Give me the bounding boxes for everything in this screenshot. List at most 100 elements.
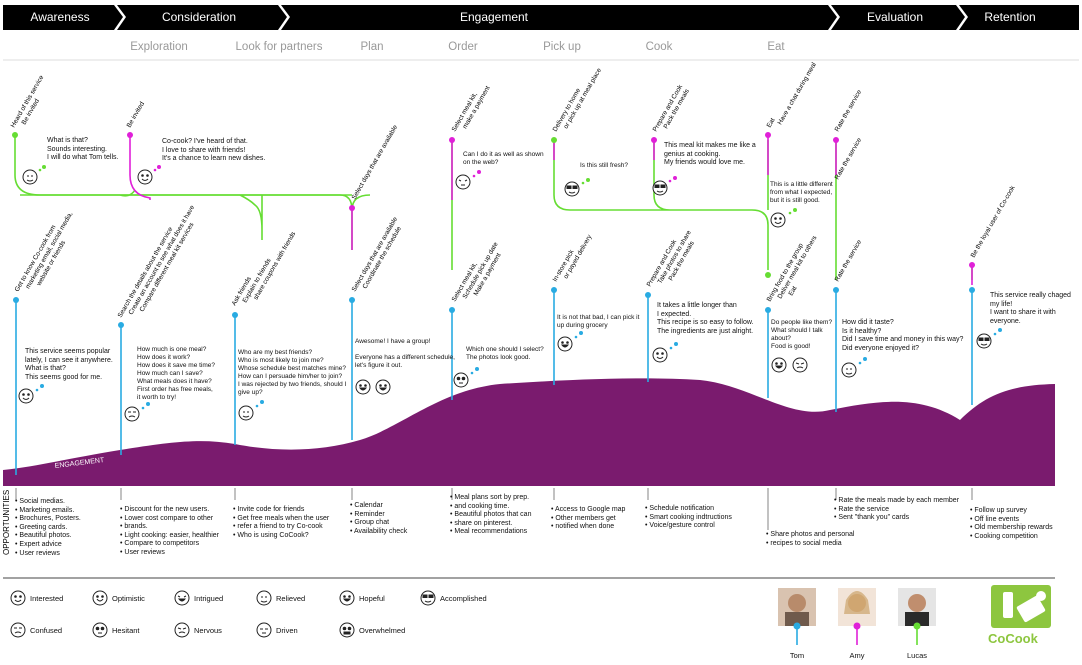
action-label: Select meal kit,Schedule pick up dateMak…: [451, 237, 507, 311]
thought-text: This meal kit makes me like a genius at …: [664, 142, 756, 166]
accomplished-face-icon: [976, 333, 992, 349]
nervous-face-icon: [792, 357, 808, 373]
action-label: Rate the service: [834, 88, 864, 133]
phase-label: Awareness: [30, 10, 89, 24]
thought-text: Co-cook? I've heard of that. I love to s…: [162, 138, 266, 162]
legend-label: Accomplished: [440, 594, 487, 603]
hesitant-face-icon: [92, 622, 108, 638]
persona-name: Lucas: [906, 651, 927, 660]
accomplished-face-icon: [564, 181, 580, 197]
opportunity-list: Invite code for friendsGet free meals wh…: [233, 506, 329, 540]
step-label: Eat: [767, 41, 785, 53]
engagement-curve: [3, 378, 1055, 486]
legend-label: Confused: [30, 626, 63, 635]
interested-face-icon: [137, 169, 153, 185]
opportunity-list: Share photos and personal recipes to soc…: [766, 531, 854, 548]
action-label: Select days that are availableCoordinate…: [351, 216, 407, 297]
action-labels: Heard of this serviceBe invited Be invit…: [10, 57, 1017, 327]
action-label: Get to know Co-cook frommarketing email,…: [14, 207, 82, 301]
phase-consideration: [117, 5, 287, 30]
thought-text: It is not that bad, I can pick it up dur…: [557, 314, 640, 329]
thought-bubbles: [35, 165, 1002, 410]
legend-label: Overwhelmed: [359, 626, 406, 635]
optimistic-face-icon: [92, 590, 108, 606]
thought-text: How did it taste? Is it healthy? Did I s…: [842, 319, 964, 352]
step-label: Cook: [646, 41, 673, 53]
legend-label: Driven: [276, 626, 298, 635]
amy-lines: [351, 135, 973, 285]
thought-text: Is this still fresh?: [580, 162, 629, 169]
action-label: Bring food to the groupDeliver meal kit …: [766, 230, 826, 311]
hopeful-face-icon: [355, 379, 371, 395]
step-label: Look for partners: [236, 41, 323, 53]
phase-label: Evaluation: [867, 10, 923, 24]
thought-text: Awesome! I have a group! Everyone has a …: [355, 338, 455, 369]
action-label: Heard of this serviceBe invited: [10, 74, 53, 133]
opportunity-list: Follow up surveyOff line eventsOld membe…: [970, 507, 1052, 541]
journey-dots: [12, 132, 975, 328]
accomplished-face-icon: [652, 180, 668, 196]
phase-bar: Awareness Consideration Engagement Evalu…: [3, 5, 1079, 30]
intrigued-face-icon: [174, 590, 190, 606]
legend-label: Hesitant: [112, 626, 140, 635]
relieved-face-icon: [22, 169, 38, 185]
map-emotions: [18, 169, 992, 422]
phase-engagement: [281, 5, 837, 30]
step-label: Order: [448, 41, 478, 53]
thought-text: Who are my best friends? Who is most lik…: [238, 349, 347, 396]
phase-evaluation: [831, 5, 965, 30]
overwhelmed-face-icon: [339, 622, 355, 638]
nervous-face-icon: [174, 622, 190, 638]
amy-path: [129, 135, 151, 200]
tom-lines: [15, 290, 973, 475]
thought-text: Can I do it as well as shown on the web?: [463, 151, 544, 166]
thought-text: Which one should I select? The photos lo…: [466, 346, 544, 361]
legend-label: Relieved: [276, 594, 306, 603]
thought-text: What is that? Sounds interesting. I will…: [47, 137, 119, 161]
relieved-face-icon: [841, 362, 857, 378]
action-label: Delivery to homeor pick up at meal place: [552, 63, 604, 137]
hesitant-face-icon: [453, 372, 469, 388]
opportunity-list: Meal plans sort by prep. and cooking tim…: [450, 494, 531, 537]
action-label: Rate the service: [834, 238, 864, 283]
accomplished-face-icon: [420, 590, 436, 606]
opportunities-label: OPPORTUNITIES: [2, 490, 11, 555]
step-label: Plan: [360, 41, 383, 53]
legend-label: Nervous: [194, 626, 222, 635]
optimistic-face-icon: [770, 212, 786, 228]
opportunity-list: Rate the meals made by each memberRate t…: [834, 497, 959, 523]
opportunity-list: Social medias.Marketing emails.Brochures…: [15, 498, 80, 558]
action-label: In-store pickor payed delivery: [552, 229, 594, 287]
hopeful-face-icon: [557, 336, 573, 352]
phase-label: Retention: [984, 10, 1035, 24]
action-label: EatHave a chat during meal: [766, 57, 818, 133]
phase-retention: [959, 5, 1079, 30]
action-label: Select days that are available: [351, 124, 400, 201]
action-label: Be the loyal user of Co-cook: [970, 184, 1017, 259]
relieved-face-icon: [256, 590, 272, 606]
interested-face-icon: [18, 388, 34, 404]
driven-face-icon: [256, 622, 272, 638]
action-label: Select meal kit,make a payment: [451, 81, 492, 137]
opportunity-list: Schedule notificationSmart cooking indtr…: [645, 505, 731, 531]
steps-row: Exploration Look for partners Plan Order…: [130, 41, 785, 53]
legend-faces: [10, 590, 436, 638]
legend-label: Hopeful: [359, 594, 385, 603]
thought-text: This service really chaged my life! I wa…: [990, 292, 1071, 325]
hopeful-face-icon: [771, 357, 787, 373]
phase-label: Consideration: [162, 10, 236, 24]
confused-face-icon: [10, 622, 26, 638]
action-label: Search the details about the serviceCrea…: [117, 200, 204, 327]
thought-text: This is a little different from what I e…: [770, 181, 833, 204]
opportunity-list: CalendarReminderGroup chatAvailability c…: [350, 502, 407, 536]
relieved-face-icon: [238, 405, 254, 421]
legend-label: Optimistic: [112, 594, 145, 603]
step-label: Exploration: [130, 41, 188, 53]
thought-text: It takes a little longer than I expected…: [657, 302, 754, 335]
thought-text: This service seems popular lately, I can…: [25, 348, 113, 381]
confused-face-icon: [124, 406, 140, 422]
action-label: Rate the service: [834, 136, 864, 181]
phase-awareness: [3, 5, 123, 30]
thought-text: How much is one meal? How does it work? …: [137, 346, 216, 401]
